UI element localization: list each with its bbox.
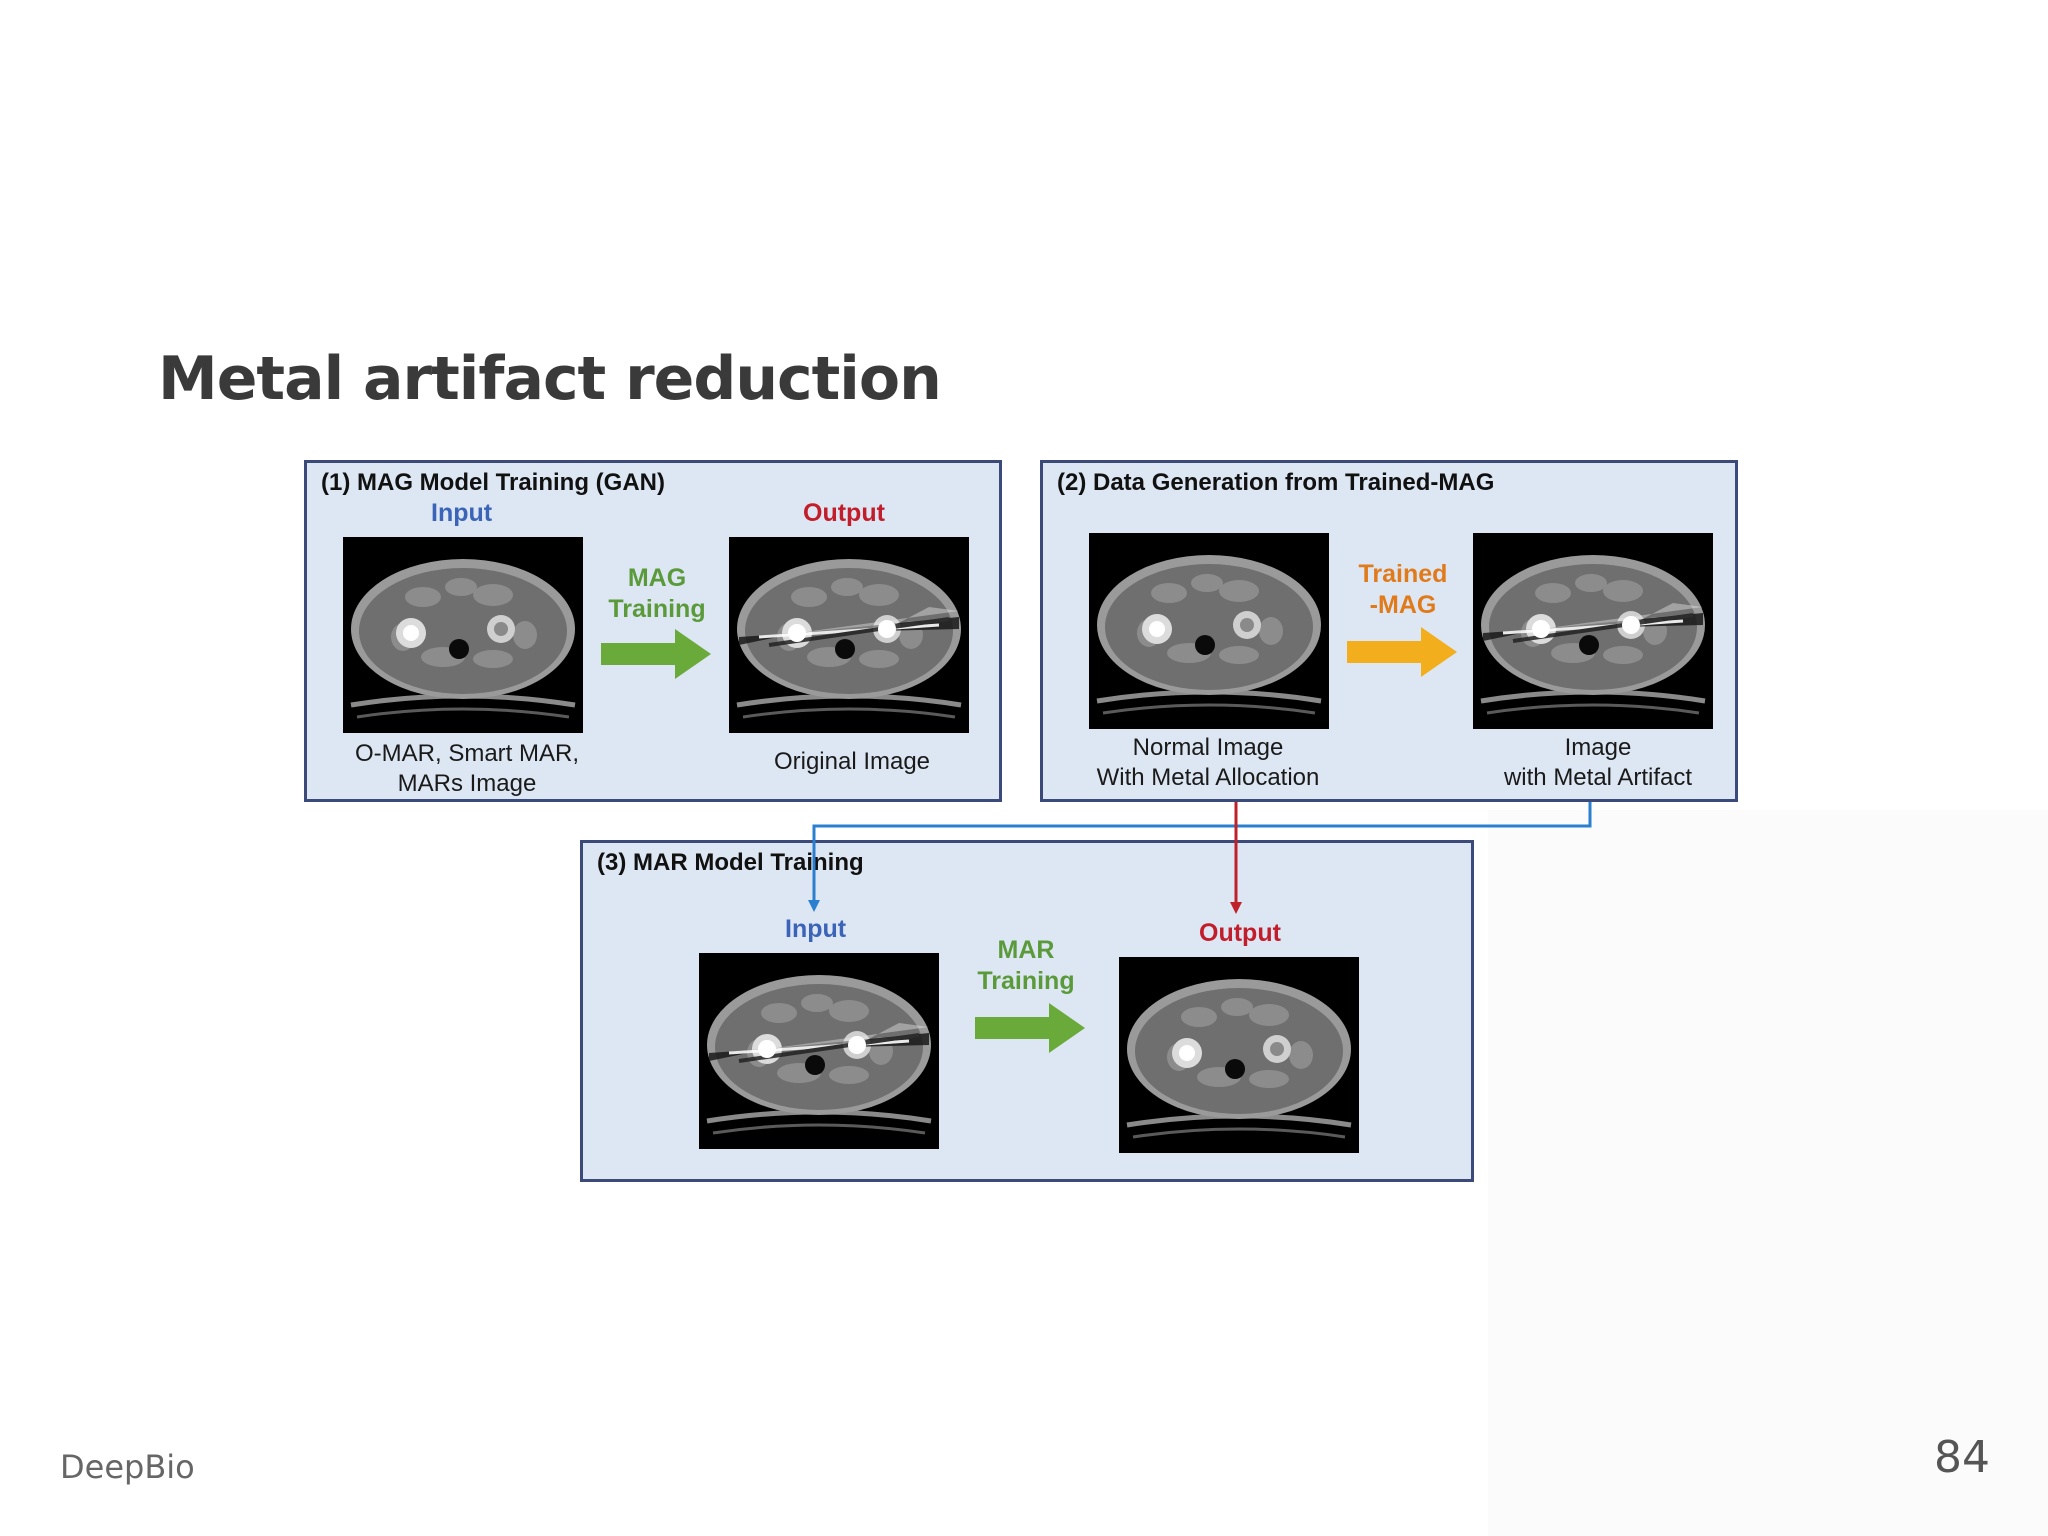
output-caption: Original Image	[773, 748, 931, 775]
green-arrow-icon	[975, 1003, 1085, 1053]
arrow-label-line1: Trained	[1358, 560, 1448, 588]
arrow-label: MAG Training	[607, 563, 707, 625]
page-number: 84	[1934, 1432, 1990, 1483]
ct-image-metal-artifact	[1473, 533, 1713, 729]
panel-title: (2) Data Generation from Trained-MAG	[1057, 469, 1495, 496]
caption-line: MARs Image	[397, 770, 537, 797]
input-label: Input	[785, 915, 847, 943]
slide-title: Metal artifact reduction	[158, 344, 942, 414]
panel-title: (3) MAR Model Training	[597, 849, 864, 876]
red-connector	[1230, 802, 1242, 914]
green-arrow-icon	[601, 629, 711, 679]
footer-brand: DeepBio	[60, 1448, 195, 1486]
arrow-label-line2: Training	[977, 967, 1075, 995]
arrow-label-line1: MAR	[997, 936, 1055, 964]
caption-line: Normal Image	[1132, 734, 1284, 761]
ct-image-mar-input	[699, 953, 939, 1149]
left-caption: Normal Image With Metal Allocation	[1063, 733, 1353, 793]
arrow-label: Trained -MAG	[1343, 559, 1463, 621]
panel-mar-training: (3) MAR Model Training Input Output MAR …	[580, 840, 1474, 1182]
panel-title: (1) MAG Model Training (GAN)	[321, 469, 665, 496]
output-label: Output	[803, 499, 885, 527]
blue-connector	[808, 802, 1592, 912]
caption-line: Image	[1564, 734, 1632, 761]
ct-image-metal-allocation	[1089, 533, 1329, 729]
arrow-label-line1: MAG	[627, 564, 687, 592]
arrow-label-line2: Training	[608, 595, 706, 623]
ct-image-mar-input	[343, 537, 583, 733]
arrow-label: MAR Training	[971, 935, 1081, 997]
input-caption: O-MAR, Smart MAR, MARs Image	[327, 739, 607, 799]
right-caption: Image with Metal Artifact	[1453, 733, 1743, 793]
caption-line: With Metal Allocation	[1096, 764, 1320, 791]
input-label: Input	[431, 499, 493, 527]
caption-line: with Metal Artifact	[1503, 764, 1693, 791]
arrow-label-line2: -MAG	[1369, 591, 1437, 619]
panel-data-generation: (2) Data Generation from Trained-MAG Tra…	[1040, 460, 1738, 802]
caption-line: O-MAR, Smart MAR,	[354, 740, 579, 767]
background-shade	[1488, 810, 2048, 1536]
ct-image-original	[729, 537, 969, 733]
ct-image-mar-output	[1119, 957, 1359, 1153]
output-label: Output	[1199, 919, 1281, 947]
panel-mag-training: (1) MAG Model Training (GAN) Input Outpu…	[304, 460, 1002, 802]
orange-arrow-icon	[1347, 627, 1457, 677]
